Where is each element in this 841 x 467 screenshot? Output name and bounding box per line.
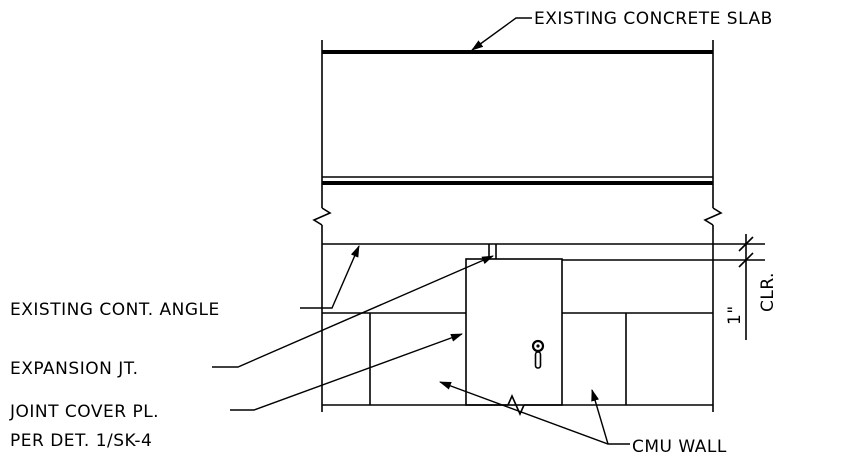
leader-existing-angle — [300, 245, 360, 309]
leader-concrete-slab — [471, 17, 532, 51]
label-existing-cont-angle: EXISTING CONT. ANGLE — [10, 300, 220, 320]
existing-angle — [322, 243, 765, 261]
break-line-left — [312, 207, 332, 226]
label-joint-cover-pl: JOINT COVER PL. — [9, 402, 159, 422]
anchor-bolt-icon — [531, 339, 545, 369]
concrete-slab — [321, 40, 714, 208]
dim-value-label: 1" — [725, 305, 745, 325]
leader-cmu-wall-right — [591, 389, 609, 445]
leader-joint-cover-plate — [230, 333, 463, 411]
leader-cmu-wall-left — [439, 381, 630, 445]
label-per-det: PER DET. 1/SK-4 — [10, 431, 152, 451]
cmu-wall — [322, 312, 713, 416]
label-expansion-jt: EXPANSION JT. — [10, 359, 139, 379]
break-line-right — [703, 207, 723, 226]
clearance-dimension — [738, 234, 754, 340]
dim-note-label: CLR. — [758, 272, 778, 312]
label-existing-concrete-slab: EXISTING CONCRETE SLAB — [534, 9, 773, 29]
joint-cover-plate — [465, 258, 563, 406]
label-cmu-wall: CMU WALL — [632, 437, 727, 457]
wall-sides — [321, 225, 714, 412]
leader-expansion-joint — [212, 255, 494, 368]
